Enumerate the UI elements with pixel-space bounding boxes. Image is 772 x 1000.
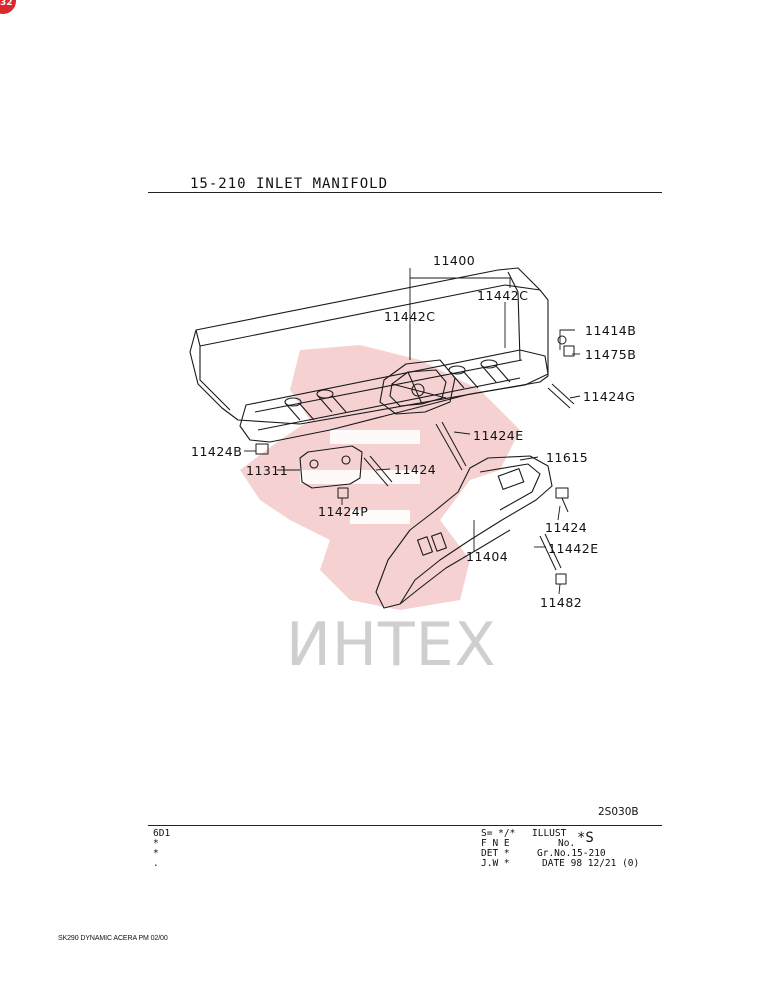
part-label-11311: 11311 bbox=[246, 463, 289, 478]
part-label-11424b: 11424B bbox=[191, 444, 243, 459]
part-label-11424g: 11424G bbox=[583, 389, 636, 404]
gasket-plate bbox=[299, 445, 363, 489]
part-label-11400: 11400 bbox=[433, 253, 476, 268]
footer-illust-value: *S bbox=[577, 830, 594, 846]
part-label-11615: 11615 bbox=[546, 450, 589, 465]
corner-badge-text: 32 bbox=[0, 0, 13, 8]
diagram-ref-code: 2S030B bbox=[598, 806, 639, 818]
footer-left-line-1: 6D1 bbox=[153, 828, 171, 839]
part-label-11404: 11404 bbox=[466, 549, 509, 564]
manifold-body bbox=[239, 349, 549, 443]
footer-divider bbox=[148, 825, 662, 826]
footer-col2-line-2: No. bbox=[558, 838, 576, 849]
part-label-11482: 11482 bbox=[540, 595, 583, 610]
leader-lines bbox=[244, 268, 581, 595]
part-label-11424-right: 11424 bbox=[545, 520, 588, 535]
page-title: 15-210 INLET MANIFOLD bbox=[190, 176, 389, 192]
center-flange bbox=[379, 359, 456, 415]
footer-col2-line-1: ILLUST bbox=[532, 828, 567, 839]
part-label-11475b: 11475B bbox=[585, 347, 637, 362]
watermark-logo-cutouts bbox=[300, 430, 420, 524]
footer-col1-line-4: J.W * bbox=[481, 858, 510, 869]
bottom-model-note: SK290 DYNAMIC ACERA PM 02/00 bbox=[58, 935, 168, 942]
part-label-11442e: 11442E bbox=[548, 541, 599, 556]
bolts bbox=[255, 335, 575, 585]
footer-left-line-4: . bbox=[153, 858, 159, 869]
part-label-11442c-lower: 11442C bbox=[384, 309, 436, 324]
footer-col1-line-1: S= */* bbox=[481, 828, 516, 839]
footer-col1-line-3: DET * bbox=[481, 848, 510, 859]
footer-col1-line-2: F N E bbox=[481, 838, 510, 849]
title-divider bbox=[148, 192, 662, 193]
part-label-11424e: 11424E bbox=[473, 428, 524, 443]
part-label-11424-center: 11424 bbox=[394, 462, 437, 477]
footer-left-line-3: * bbox=[153, 848, 159, 859]
footer-left-line-2: * bbox=[153, 838, 159, 849]
footer-col2-line-3: Gr.No.15-210 bbox=[537, 848, 606, 859]
footer-col2-line-4: DATE 98 12/21 (0) bbox=[542, 858, 640, 869]
part-label-11424p: 11424P bbox=[318, 504, 369, 519]
part-label-11414b: 11414B bbox=[585, 323, 637, 338]
cylinder-head-outline bbox=[189, 267, 549, 425]
watermark-text: ИНТЕХ bbox=[286, 610, 497, 680]
part-label-11442c-upper: 11442C bbox=[477, 288, 529, 303]
inlet-pipe bbox=[375, 455, 553, 609]
